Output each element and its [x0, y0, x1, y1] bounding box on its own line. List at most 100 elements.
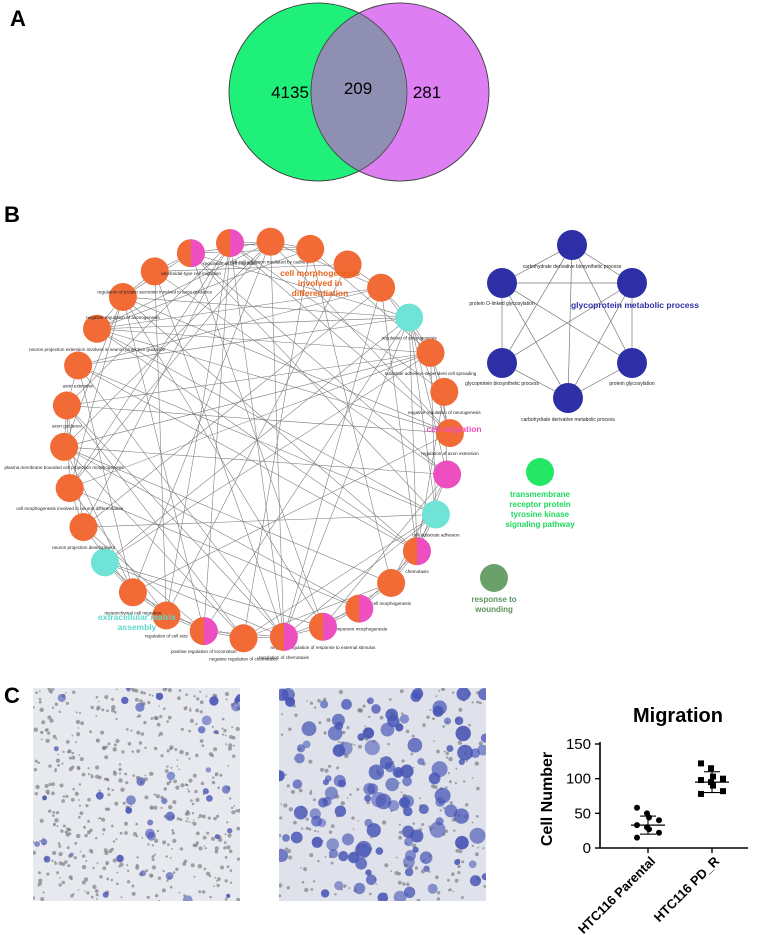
ring-node-neuron-projection-development: neuron projection development — [52, 513, 116, 550]
ring-edge — [132, 432, 451, 593]
ring-edge — [122, 296, 450, 434]
ring-node-label: negative regulation of axonogenesis — [86, 315, 160, 320]
ring-edge — [83, 526, 204, 632]
ring-edge — [83, 243, 231, 528]
ring-edge — [63, 241, 271, 448]
data-point-pd-r — [698, 777, 704, 784]
ring-edge — [166, 243, 231, 616]
ring-node-cell-morphogenesis-involved-in-different — [367, 273, 396, 302]
ring-edge — [77, 365, 285, 638]
ring-edge — [69, 487, 360, 609]
ring-edge — [430, 352, 437, 515]
ring-edge — [229, 243, 285, 637]
ring-edge — [96, 328, 450, 434]
ring-nodes: cell-cell adhesion mediated by cadherinr… — [4, 227, 481, 661]
micrograph-pd-r — [279, 688, 486, 901]
ring-edge — [270, 241, 382, 288]
ring-edge — [66, 405, 244, 639]
ring-edge — [96, 328, 431, 354]
ring-edge — [122, 296, 205, 632]
ring-edge — [77, 365, 418, 552]
ring-edge — [229, 242, 451, 434]
ring-edge — [66, 242, 231, 406]
ring-node-regulation-of-cell-migration: regulation of cell migration — [203, 229, 257, 266]
ring-node-regulation-of-protein-secretion-involved: regulation of protein secretion involved… — [97, 257, 212, 294]
venn-right-count: 281 — [413, 83, 441, 102]
hex-edge — [567, 282, 633, 399]
hex-node-label: protein O-linked glycosylation — [469, 301, 535, 307]
ring-node-label: neuron projection development — [52, 545, 116, 550]
ring-edge — [69, 296, 124, 489]
ring-node-negative-regulation-of-chemotaxis: negative regulation of chemotaxis — [209, 624, 278, 661]
ring-edge — [64, 446, 392, 584]
ring-edge — [66, 405, 450, 434]
ring-edge — [66, 405, 84, 528]
label-cell-migration: cell migration — [426, 424, 481, 434]
ring-edge — [122, 296, 418, 552]
ring-edge — [64, 352, 431, 448]
data-point-pd-r — [698, 760, 704, 767]
ring-edge — [77, 365, 134, 593]
ring-node-regulation-of-cell-size: regulation of cell size — [145, 601, 188, 639]
hex-node-label: carbohydrate derivative metabolic proces… — [521, 417, 615, 423]
ring-edge — [408, 317, 451, 434]
data-point-parental — [634, 822, 640, 829]
ring-node-cell-cell-adhesion-mediated-by-cadherin: cell-cell adhesion mediated by cadherin — [230, 227, 311, 265]
panel-label-a: A — [10, 6, 26, 31]
ring-edge — [64, 446, 448, 475]
ring-edge — [380, 287, 418, 552]
ring-edge — [190, 253, 437, 515]
ring-edge — [203, 243, 231, 632]
data-point-pd-r — [710, 782, 716, 789]
hex-edge — [501, 244, 573, 364]
ring-node-label: axon guidance — [52, 424, 82, 429]
ring-node-label: cell morphogenesis involved in neuron di… — [16, 506, 123, 511]
ring-edge — [190, 252, 410, 318]
ring-edge — [322, 474, 448, 627]
ring-node-label: regulation of cell migration — [203, 261, 257, 266]
ring-edge — [283, 514, 437, 638]
ring-node-label: cell morphogenesis — [371, 601, 411, 606]
chart-points — [631, 760, 729, 841]
ring-edge — [408, 317, 437, 515]
ring-edge — [63, 446, 244, 639]
ring-node-label: negative regulation of chemotaxis — [209, 656, 278, 661]
ring-edge — [66, 405, 285, 638]
hex-node-label: glycoprotein biosynthetic process — [465, 381, 539, 387]
ring-edge — [104, 562, 284, 638]
ring-edge — [390, 474, 448, 584]
ring-node-cell-morphogenesis: cell morphogenesis — [371, 569, 412, 606]
ring-node-label: ameboidal-type cell migration — [161, 271, 221, 276]
ring-node-substrate-adhesion-dependent-cell-spread: substrate adhesion-dependent cell spread… — [385, 338, 477, 376]
y-tick-label: 0 — [583, 840, 591, 857]
ring-node-label: plasma membrane bounded cell projection … — [4, 465, 124, 470]
ring-node-positive-regulation-of-locomotion: positive regulation of locomotion — [171, 617, 237, 654]
data-point-parental — [656, 817, 662, 824]
data-point-pd-r — [710, 773, 716, 780]
ring-node-mesenchymal-cell-migration: mesenchymal cell migration — [105, 578, 162, 615]
ring-edge — [122, 296, 410, 318]
hex-node-carbohydrate-derivative-metabolic-proces — [553, 383, 583, 413]
glycoprotein-cluster: carbohydrate derivative biosynthetic pro… — [465, 230, 699, 423]
data-point-pd-r — [698, 790, 704, 797]
ring-node-label: negative regulation of response to exter… — [271, 645, 377, 650]
data-point-parental — [656, 829, 662, 836]
ring-node-label: regulation of axon extension — [421, 451, 479, 456]
ring-node-label: regulation of axonogenesis — [382, 336, 438, 341]
ring-node-negative-regulation-of-neurogenesis: negative regulation of neurogenesis — [408, 377, 481, 415]
ring-node-negative-regulation-of-axonogenesis: negative regulation of axonogenesis — [86, 283, 160, 320]
venn-overlap — [311, 3, 407, 181]
ring-edge — [408, 317, 448, 475]
hex-edge — [501, 282, 633, 364]
hex-node-label: carbohydrate derivative biosynthetic pro… — [523, 264, 622, 270]
venn-overlap-count: 209 — [344, 79, 372, 98]
ring-node-chemotaxis: chemotaxis — [403, 537, 431, 574]
ring-node-axon-extension: axon extension — [63, 351, 94, 389]
ring-edge — [270, 241, 285, 637]
ring-edge — [270, 241, 451, 434]
ring-edge — [243, 248, 311, 639]
ring-edge — [229, 242, 445, 393]
